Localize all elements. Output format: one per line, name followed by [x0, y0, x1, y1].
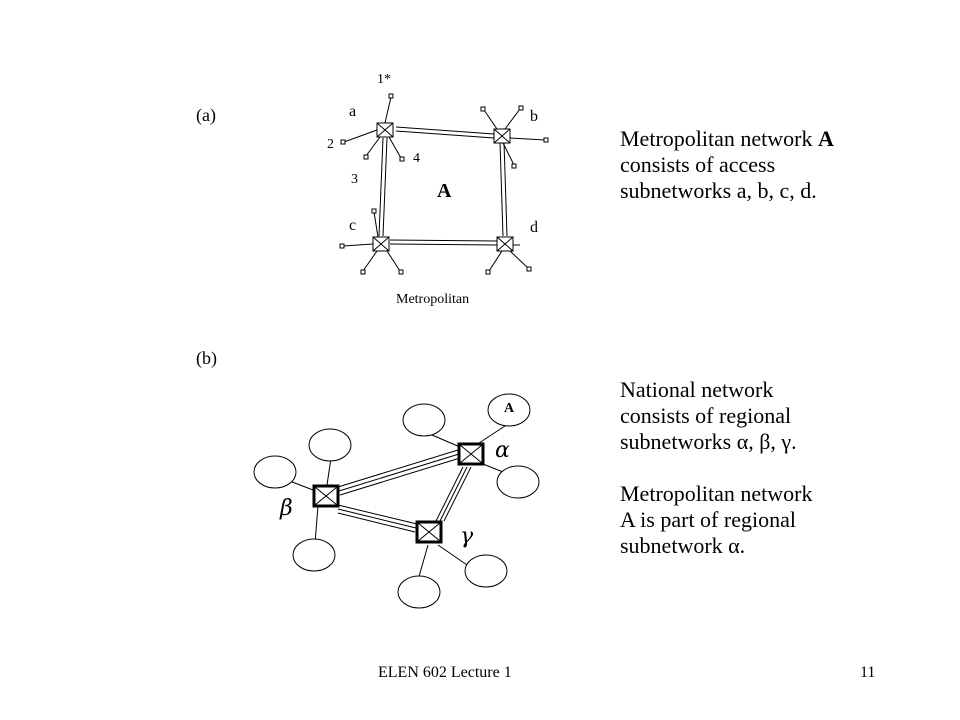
panel-b-description: National network consists of regional su…	[620, 377, 812, 559]
panel-a-label: (a)	[196, 105, 216, 125]
panel-a-text-line1-prefix: Metropolitan network	[620, 126, 818, 151]
metro-ring	[378, 126, 508, 246]
footer-course: ELEN 602 Lecture 1	[378, 664, 512, 681]
panel-a-text-line1: Metropolitan network A	[620, 126, 834, 152]
circle-top-right	[487, 393, 531, 427]
port-label-1: 1*	[377, 72, 391, 87]
port-label-3: 3	[351, 172, 358, 187]
switch-b-access-lines	[480, 105, 549, 169]
switch-b	[493, 128, 511, 144]
panel-a-text-line3: subnetworks a, b, c, d.	[620, 178, 817, 203]
panel-b-text1-line1: National network	[620, 377, 774, 402]
circle-a	[402, 403, 446, 437]
switch-alpha	[457, 442, 485, 466]
switch-c-access-lines	[339, 208, 404, 275]
panel-a-text-line1-bold: A	[817, 126, 834, 151]
node-label-c: c	[349, 217, 357, 234]
greek-gamma-label: γ	[460, 524, 474, 549]
panel-a-description: Metropolitan network A consists of acces…	[620, 126, 834, 204]
panel-b-label: (b)	[196, 348, 217, 368]
panel-b-text1-line3: subnetworks α, β, γ.	[620, 429, 797, 454]
footer-page-number: 11	[860, 664, 876, 681]
switch-c	[372, 236, 390, 252]
panel-b-text1-line2: consists of regional	[620, 403, 792, 428]
panel-b-text2-line1: Metropolitan network	[620, 481, 813, 506]
node-label-b: b	[530, 108, 538, 125]
circle-a-label: A	[504, 401, 515, 416]
port-label-2: 2	[327, 137, 334, 152]
regional-access-lines	[286, 423, 509, 581]
circle-bottom-right	[464, 554, 508, 588]
circle-bottom-left	[292, 538, 336, 572]
circle-bottom	[397, 575, 441, 609]
circle-right	[496, 465, 540, 499]
greek-beta-label: β	[280, 496, 293, 521]
switch-a-access-lines	[340, 93, 405, 162]
switch-d-access-lines	[485, 244, 532, 275]
node-label-d: d	[530, 219, 538, 236]
port-label-4: 4	[413, 151, 420, 166]
metro-caption: Metropolitan	[396, 292, 470, 307]
metro-ring-label: A	[437, 180, 452, 202]
switch-d	[496, 236, 514, 252]
subnetwork-circles	[253, 393, 540, 609]
national-trunks	[337, 449, 472, 533]
panel-b-text-spacer	[620, 455, 812, 481]
panel-b-text2-line3: subnetwork α.	[620, 533, 746, 558]
switch-a	[376, 122, 394, 138]
panel-b-text2-line2: A is part of regional	[620, 507, 796, 532]
panel-a-text-line2: consists of access	[620, 152, 776, 177]
circle-left	[253, 455, 297, 489]
switch-beta	[312, 484, 340, 508]
switch-gamma	[415, 520, 443, 544]
circle-top-left	[308, 428, 352, 462]
greek-alpha-label: α	[495, 438, 510, 463]
node-label-a: a	[349, 103, 357, 120]
